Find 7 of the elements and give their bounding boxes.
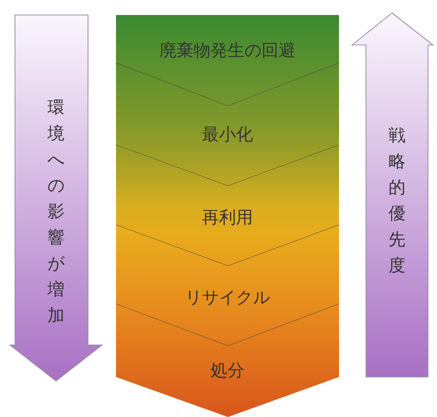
- up-arrow: 戦略的優先度: [352, 13, 433, 378]
- down-arrow: 環境への影響が増加: [10, 15, 102, 381]
- chevron-band: 再利用: [116, 145, 339, 266]
- chevron-band: 処分: [116, 304, 339, 417]
- chevron-band: 廃棄物発生の回避: [116, 15, 339, 106]
- chevron-band: リサイクル: [116, 225, 339, 346]
- chevron-band: 最小化: [116, 63, 339, 186]
